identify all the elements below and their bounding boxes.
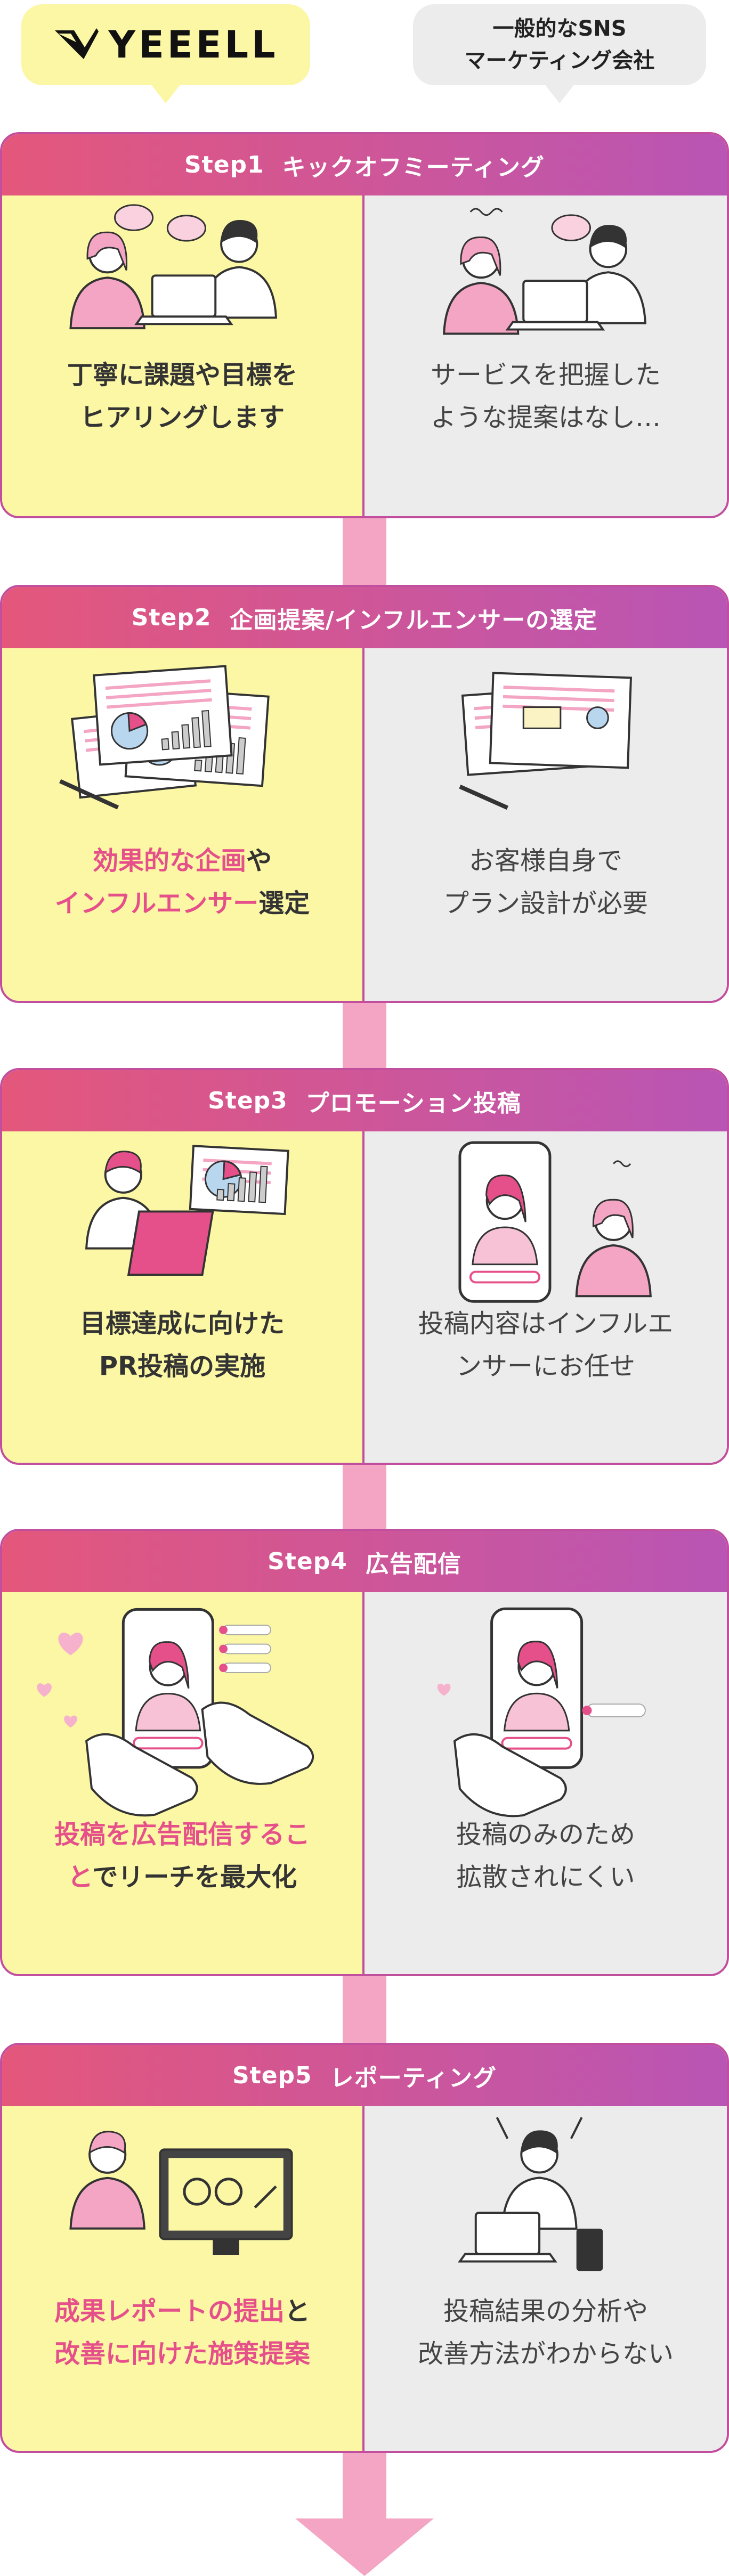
step-header: Step5 レポーティング	[2, 2045, 727, 2106]
report-presenter-illustration	[69, 2131, 293, 2255]
highlight-text: と	[67, 1862, 93, 1892]
yeeell-caption: 効果的な企画やインフルエンサー選定	[2, 839, 362, 925]
caption-line: ンサーにお任せ	[456, 1351, 635, 1381]
flow-connector	[343, 2450, 386, 2525]
step-title: レポーティング	[330, 2064, 497, 2092]
brand-name: YEEELL	[108, 23, 279, 67]
caption-text: 丁寧に課題や目標を	[67, 360, 297, 390]
step-title: キックオフミーティング	[282, 153, 545, 181]
competitor-caption: 投稿内容はインフルエンサーにお任せ	[365, 1302, 727, 1388]
phone-ad-hearts-illustration	[37, 1608, 314, 1817]
yeeell-caption: 目標達成に向けた PR投稿の実施	[2, 1302, 362, 1388]
step-title: 企画提案/インフルエンサーの選定	[229, 606, 598, 634]
yeeell-caption: 丁寧に課題や目標をヒアリングします	[2, 354, 362, 439]
caption-text: 選定	[258, 888, 310, 918]
step-header: Step4 広告配信	[2, 1531, 727, 1592]
yeeell-caption: 成果レポートの提出と改善に向けた施策提案	[2, 2290, 362, 2375]
flow-connector	[343, 1462, 386, 1537]
caption-text: ヒアリングします	[79, 403, 285, 433]
competitor-column: 投稿のみのため拡散されにくい	[365, 1592, 727, 1974]
step-header: Step2 企画提案/インフルエンサーの選定	[2, 587, 727, 648]
caption-line: プラン設計が必要	[443, 888, 648, 918]
yeeell-label-bubble: YEEELL	[21, 4, 310, 103]
flow-connector	[343, 1974, 386, 2048]
caption-line: サービスを把握した	[430, 360, 661, 390]
competitor-column: 投稿結果の分析や改善方法がわからない	[365, 2106, 727, 2451]
yeeell-column: 丁寧に課題や目標をヒアリングします	[2, 195, 365, 516]
step-number: Step5	[232, 2062, 312, 2089]
yeeell-column: 効果的な企画やインフルエンサー選定	[2, 648, 365, 1001]
blank-documents-illustration	[459, 672, 633, 810]
step-number: Step1	[184, 151, 264, 178]
step-title: プロモーション投稿	[305, 1089, 521, 1117]
phone-single-post-illustration	[437, 1607, 646, 1817]
caption-text: 目標達成に向けた	[79, 1309, 285, 1339]
yeeell-column: 目標達成に向けた PR投稿の実施	[2, 1131, 365, 1463]
yeeell-caption: 投稿を広告配信することでリーチを最大化	[2, 1813, 362, 1898]
step-number: Step3	[208, 1087, 288, 1114]
step-header: Step3 プロモーション投稿	[2, 1070, 727, 1131]
flow-connector	[343, 1001, 386, 1076]
caption-line: お客様自身で	[468, 846, 622, 876]
brand-mark-icon	[55, 28, 99, 59]
troubled-man-illustration	[458, 2117, 603, 2271]
caption-line: ような提案はなし…	[430, 403, 661, 433]
competitor-column: 投稿内容はインフルエンサーにお任せ	[365, 1131, 727, 1463]
yeeell-column: 成果レポートの提出と改善に向けた施策提案	[2, 2106, 365, 2451]
caption-text: PR投稿の実施	[99, 1351, 266, 1381]
competitor-label: 一般的なSNS マーケティング会社	[464, 17, 655, 73]
competitor-caption: サービスを把握したような提案はなし…	[365, 354, 727, 439]
competitor-label-bubble: 一般的なSNS マーケティング会社	[413, 4, 706, 103]
caption-text: や	[246, 846, 272, 876]
flow-connector	[343, 517, 386, 591]
competitor-column: お客様自身でプラン設計が必要	[365, 648, 727, 1001]
step-number: Step2	[131, 604, 212, 631]
caption-line: 投稿結果の分析や	[443, 2296, 648, 2326]
step-card-3: Step3 プロモーション投稿目標達成に向けた PR投稿の実施 投稿内容はインフルエン…	[0, 1068, 729, 1465]
competitor-column: サービスを把握したような提案はなし…	[365, 195, 727, 516]
meeting-illustration	[69, 204, 277, 330]
plan-documents-illustration	[59, 665, 270, 810]
caption-text: でリーチを最大化	[92, 1862, 297, 1892]
phone-influencer-illustration	[458, 1141, 652, 1303]
competitor-caption: 投稿のみのため拡散されにくい	[365, 1813, 727, 1898]
laptop-planner-illustration	[85, 1145, 289, 1276]
step-number: Step4	[268, 1548, 347, 1575]
caption-line: 改善方法がわからない	[417, 2339, 674, 2369]
highlight-text: 効果的な企画	[92, 846, 246, 876]
competitor-caption: お客様自身でプラン設計が必要	[365, 839, 727, 925]
yeeell-column: 投稿を広告配信することでリーチを最大化	[2, 1592, 365, 1974]
flow-end-arrow-icon	[295, 2518, 434, 2576]
caption-line: 投稿内容はインフルエ	[418, 1309, 674, 1339]
step-header: Step1 キックオフミーティング	[2, 134, 727, 195]
caption-line: 投稿のみのため	[456, 1820, 635, 1849]
brand-logo: YEEELL	[53, 23, 278, 67]
highlight-text: 改善に向けた施策提案	[54, 2339, 310, 2369]
step-title: 広告配信	[365, 1550, 461, 1578]
highlight-text: 投稿を広告配信するこ	[54, 1820, 310, 1849]
meeting-confused-illustration	[443, 208, 646, 335]
caption-text: と	[285, 2296, 311, 2326]
highlight-text: 成果レポートの提出	[54, 2296, 285, 2326]
highlight-text: インフルエンサー	[54, 888, 259, 918]
caption-line: 拡散されにくい	[456, 1862, 635, 1892]
competitor-caption: 投稿結果の分析や改善方法がわからない	[365, 2290, 727, 2375]
